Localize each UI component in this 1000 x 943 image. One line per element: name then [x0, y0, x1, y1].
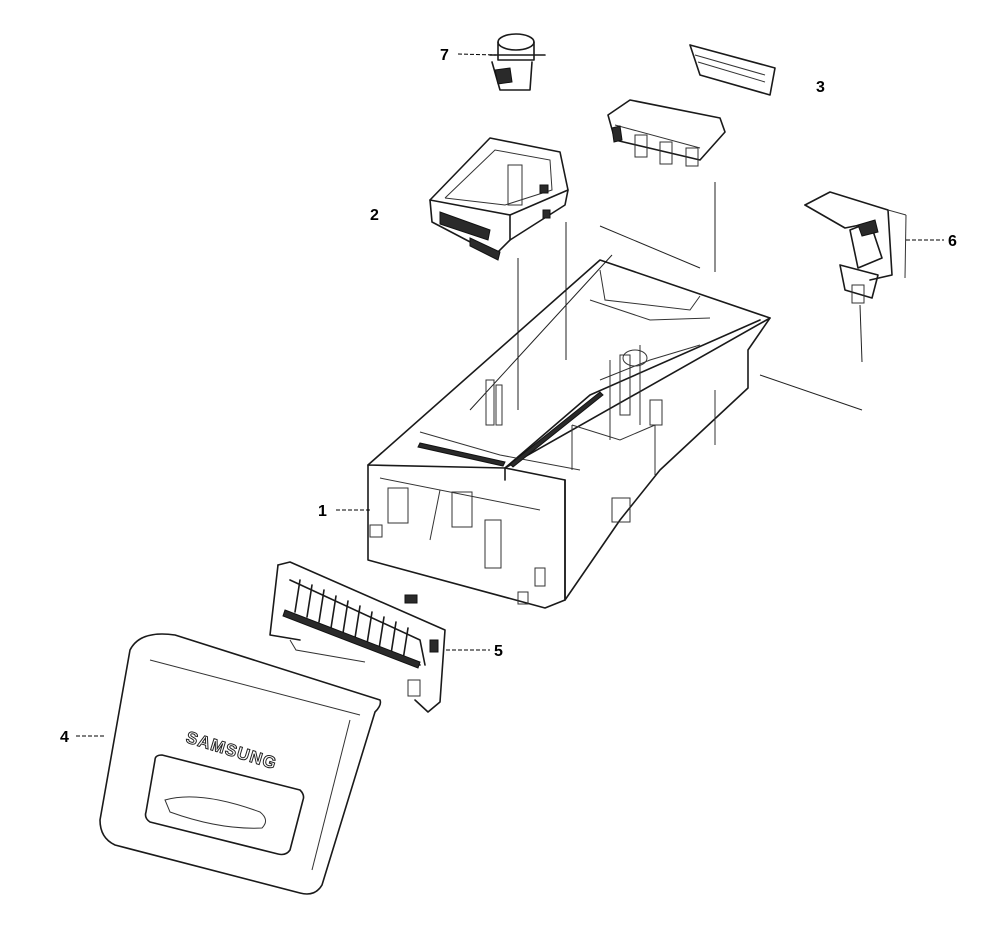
part-label-5: 5 [494, 643, 503, 660]
part-label-4: 4 [60, 729, 69, 746]
part-4-drawer-handle: SAMSUNG [99, 633, 382, 895]
assembly-guide-lines [469, 182, 863, 411]
drawer-frame-ribs [294, 579, 409, 661]
part-label-6: 6 [948, 233, 957, 250]
samsung-logo: SAMSUNG [184, 728, 279, 774]
part-2-detergent-cup [429, 137, 569, 261]
part-3-softener-cup [607, 44, 776, 167]
part-label-7: 7 [440, 47, 449, 64]
part-label-3: 3 [816, 79, 825, 96]
part-1-dispenser-housing [367, 259, 771, 609]
callout-labels: 1 2 3 4 5 6 7 [60, 47, 957, 746]
callout-leaders [76, 53, 944, 737]
part-5-drawer-frame [269, 561, 446, 713]
part-label-1: 1 [318, 503, 327, 520]
part-6-siphon-cap [804, 191, 907, 304]
part-7-valve [489, 33, 546, 91]
part-label-2: 2 [370, 207, 379, 224]
leader-7 [457, 53, 497, 56]
